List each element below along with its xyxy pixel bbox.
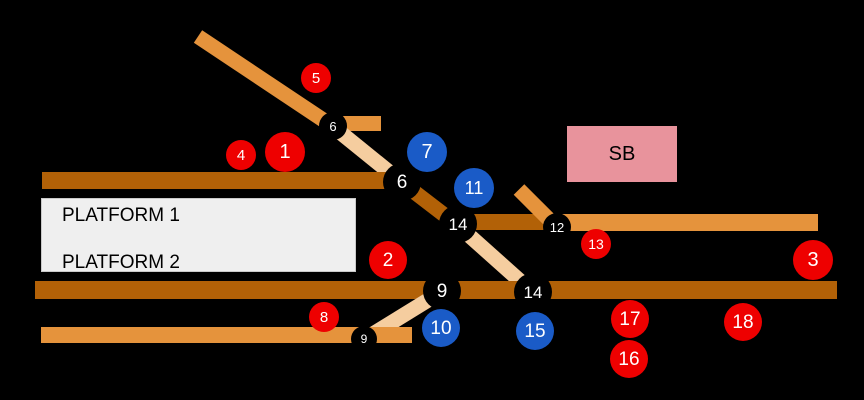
red-signal-badge-5[interactable]: 5	[301, 63, 331, 93]
junction-node-9[interactable]: 9	[423, 272, 461, 310]
track-segment-headshunt-right	[557, 213, 818, 231]
junction-node-12[interactable]: 12	[543, 213, 571, 241]
platform-1-label: PLATFORM 1	[62, 205, 180, 226]
blue-signal-badge-11[interactable]: 11	[454, 168, 494, 208]
blue-signal-badge-10[interactable]: 10	[422, 309, 460, 347]
blue-signal-badge-15[interactable]: 15	[516, 312, 554, 350]
junction-node-9[interactable]: 9	[351, 326, 377, 352]
red-signal-badge-17[interactable]: 17	[611, 300, 649, 338]
junction-node-14[interactable]: 14	[514, 273, 552, 311]
red-signal-badge-16[interactable]: 16	[610, 340, 648, 378]
junction-node-6[interactable]: 6	[383, 163, 421, 201]
signal-box: SB	[567, 126, 677, 182]
junction-node-14[interactable]: 14	[439, 205, 477, 243]
signal-box-label: SB	[608, 142, 636, 165]
red-signal-badge-2[interactable]: 2	[369, 241, 407, 279]
red-signal-badge-18[interactable]: 18	[724, 303, 762, 341]
platform-2-label: PLATFORM 2	[62, 252, 180, 273]
track-segment-track-14-to-12	[458, 214, 557, 230]
junction-node-6[interactable]: 6	[319, 112, 347, 140]
red-signal-badge-8[interactable]: 8	[309, 302, 339, 332]
platform-box: PLATFORM 1 PLATFORM 2	[41, 198, 356, 273]
blue-signal-badge-7[interactable]: 7	[407, 132, 447, 172]
red-signal-badge-1[interactable]: 1	[265, 132, 305, 172]
track-segment-platform1-track	[42, 171, 410, 189]
red-signal-badge-3[interactable]: 3	[793, 240, 833, 280]
red-signal-badge-4[interactable]: 4	[226, 140, 256, 170]
red-signal-badge-13[interactable]: 13	[581, 229, 611, 259]
